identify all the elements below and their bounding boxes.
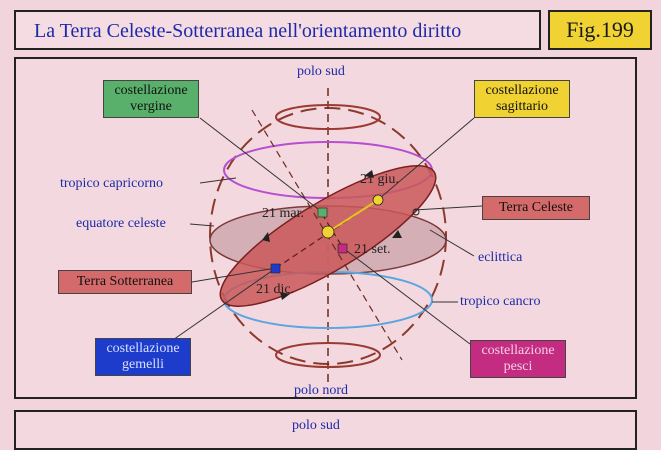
costellazione-vergine-box: costellazione vergine <box>103 80 199 118</box>
top-polar-circle <box>275 104 381 130</box>
sun-to-sagittario-line <box>327 199 379 233</box>
tropico-capricorno-label: tropico capricorno <box>60 176 164 191</box>
polo-nord-label: polo nord <box>294 383 349 398</box>
pointer-vergine <box>199 117 323 213</box>
vergine-line1: costellazione <box>114 83 188 98</box>
costellazione-gemelli-box: costellazione gemelli <box>95 338 191 376</box>
figure-number: Fig.199 <box>548 10 652 50</box>
costellazione-sagittario-box: costellazione sagittario <box>474 80 570 118</box>
ecliptic-arrow-bottom <box>280 292 290 300</box>
sagittario-line1: costellazione <box>485 83 559 98</box>
ecliptic-arrow-right <box>392 230 402 238</box>
pointer-tropico-capricorno <box>199 177 237 184</box>
date-21-settembre: 21 set. <box>354 242 391 257</box>
gemelli-line2: gemelli <box>122 357 164 372</box>
equatore-celeste-label: equatore celeste <box>76 216 166 231</box>
terra-sotterranea-text: Terra Sotterranea <box>76 274 174 289</box>
diagram-title: La Terra Celeste-Sotterranea nell'orient… <box>34 20 462 42</box>
small-point-marker <box>412 208 420 216</box>
sun-center-marker <box>321 225 335 239</box>
polo-sud-label: polo sud <box>297 64 345 79</box>
equinox-line <box>321 213 344 249</box>
gemelli-line1: costellazione <box>106 341 180 356</box>
sagittario-line2: sagittario <box>495 99 549 114</box>
pesci-line1: costellazione <box>481 343 555 358</box>
eclittica-label: eclittica <box>478 250 523 265</box>
pointer-terra-sotterranea <box>191 267 277 283</box>
terra-sotterranea-box: Terra Sotterranea <box>58 270 192 294</box>
pointer-equatore-celeste <box>189 223 215 227</box>
pointer-eclittica <box>429 229 475 257</box>
date-21-marzo: 21 mar. <box>262 206 304 221</box>
terra-celeste-text: Terra Celeste <box>498 200 574 215</box>
bottom-polar-circle <box>275 342 381 368</box>
vergine-line2: vergine <box>130 99 172 114</box>
pointer-pesci <box>342 247 471 345</box>
pointer-sagittario <box>379 117 475 199</box>
tropico-cancro-label: tropico cancro <box>460 294 541 309</box>
gemelli-marker <box>270 263 281 274</box>
terra-celeste-box: Terra Celeste <box>482 196 590 220</box>
vergine-marker <box>317 207 328 218</box>
sagittario-marker <box>372 194 384 206</box>
pesci-marker <box>337 243 348 254</box>
pointer-terra-celeste <box>413 205 483 211</box>
title-box: La Terra Celeste-Sotterranea nell'orient… <box>14 10 541 50</box>
ecliptic-arrow-top <box>364 170 374 178</box>
date-21-dicembre: 21 dic. <box>256 282 295 297</box>
costellazione-pesci-box: costellazione pesci <box>470 340 566 378</box>
pointer-gemelli <box>169 267 277 343</box>
ecliptic-arrow-left <box>262 232 270 242</box>
date-21-giugno: 21 giu. <box>360 172 399 187</box>
pesci-line2: pesci <box>503 359 533 374</box>
polo-sud-bottom-label: polo sud <box>292 418 340 433</box>
